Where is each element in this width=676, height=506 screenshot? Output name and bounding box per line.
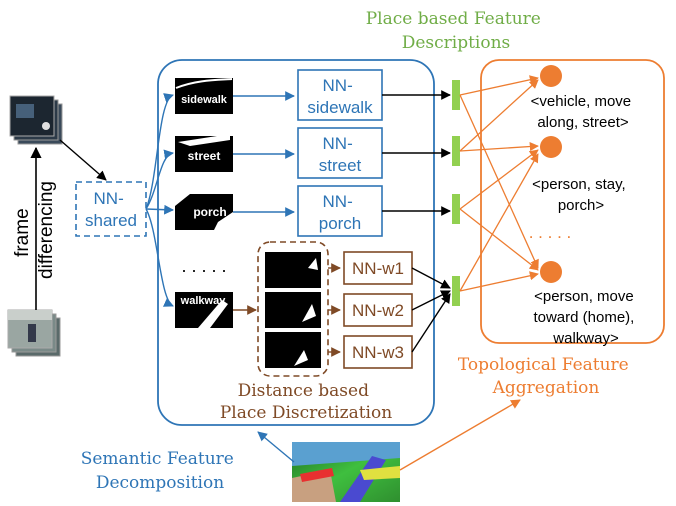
semantic-decomposition-container — [157, 59, 435, 426]
ellipsis-right: . . . . . — [529, 223, 572, 242]
nn-w3-box: NN-w3 — [343, 335, 413, 369]
walkway-distance-masks — [265, 252, 321, 368]
feature-vector-porch — [452, 194, 460, 224]
feature-vector-sidewalk — [452, 80, 460, 110]
mask-sidewalk: sidewalk — [175, 78, 233, 114]
mask-walkway-label: walkway — [180, 295, 227, 307]
output-label-1: <vehicle, move along, street> — [531, 93, 636, 131]
output-label-3: <person, move toward (home), walkway> — [533, 288, 638, 347]
svg-text:NN- sidewalk: NN- sidewalk — [307, 76, 373, 117]
nn-sidewalk-box: NN- sidewalk — [297, 69, 383, 121]
nn-to-feature-arrows — [382, 90, 451, 353]
nn-w1-box: NN-w1 — [343, 251, 413, 285]
title-topological-aggregation: Topological Feature Aggregation — [458, 355, 634, 398]
segmented-scene-image — [292, 442, 400, 502]
nn-street-box: NN- street — [297, 127, 383, 179]
feature-vector-walkway — [452, 276, 460, 306]
output-node-3 — [540, 261, 562, 283]
svg-text:NN- porch: NN- porch — [319, 192, 362, 233]
title-semantic-decomposition: Semantic Feature Decomposition — [81, 449, 240, 493]
svg-text:NN-w3: NN-w3 — [352, 343, 404, 362]
distance-discretization-box — [257, 241, 329, 377]
output-node-2 — [540, 136, 562, 158]
frames-to-nn-shared-arrow — [59, 139, 107, 181]
nn-shared-label: NN- shared — [85, 189, 137, 230]
video-frames-top — [9, 95, 63, 145]
output-node-1 — [540, 65, 562, 87]
svg-text:NN-w1: NN-w1 — [352, 259, 404, 278]
feature-vector-street — [452, 136, 460, 166]
mask-porch: porch — [175, 194, 233, 230]
feature-vectors — [452, 80, 460, 306]
discretization-to-nn-w-arrows — [328, 263, 341, 357]
mask-sidewalk-label: sidewalk — [181, 94, 228, 106]
topological-aggregation-container — [480, 59, 665, 344]
video-frames-bottom — [7, 309, 61, 357]
title-distance-discretization: Distance based Place Discretization — [220, 381, 392, 423]
mask-to-nn-arrows — [233, 91, 295, 217]
aggregation-arrows — [459, 75, 539, 292]
nn-shared-box — [75, 181, 147, 237]
frame-differencing-label: frame differencing — [12, 181, 57, 279]
scene-to-decomposition-arrow — [257, 431, 295, 463]
ellipsis-left: . . . . . — [181, 256, 226, 276]
scene-to-aggregation-arrow — [399, 399, 521, 471]
mask-porch-label: porch — [193, 205, 226, 219]
nn-shared-fanout-arrows — [145, 93, 174, 307]
nn-porch-box: NN- porch — [297, 185, 383, 237]
title-place-feature-descriptions: Place based Feature Descriptions — [366, 9, 547, 53]
mask-street: street — [175, 134, 233, 172]
output-label-2: <person, stay, porch> — [532, 176, 630, 214]
nn-w2-box: NN-w2 — [343, 293, 413, 327]
svg-text:NN-w2: NN-w2 — [352, 301, 404, 320]
mask-walkway: walkway — [175, 292, 233, 328]
svg-text:NN- street: NN- street — [319, 134, 362, 175]
mask-street-label: street — [188, 149, 221, 163]
